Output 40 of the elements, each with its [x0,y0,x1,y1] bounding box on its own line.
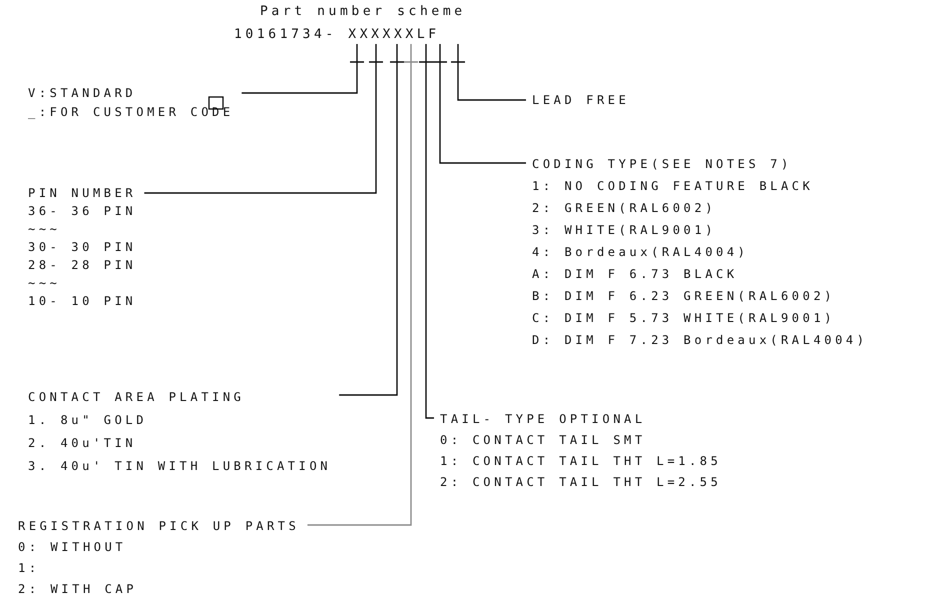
option-text: 1: [18,560,41,577]
option-text: 3. 40u' TIN WITH LUBRICATION [28,458,332,475]
option-text: C: DIM F 5.73 WHITE(RAL9001) [532,310,836,327]
field-heading: CONTACT AREA PLATING [28,389,246,406]
field-heading: TAIL- TYPE OPTIONAL [440,411,647,428]
option-text: 0: CONTACT TAIL SMT [440,432,647,449]
leader-line [338,43,405,396]
option-text: 28- 28 PIN [28,257,136,274]
option-text: 1: CONTACT TAIL THT L=1.85 [440,453,722,470]
option-text: 1. 8u" GOLD [28,412,148,429]
option-text: 1: NO CODING FEATURE BLACK [532,178,814,195]
leader-line [418,43,435,419]
option-text: 2. 40u'TIN [28,435,138,452]
option-text: B: DIM F 6.23 GREEN(RAL6002) [532,288,836,305]
option-text: A: DIM F 6.73 BLACK [532,266,739,283]
leader-line [240,43,365,94]
option-text: 30- 30 PIN [28,239,136,256]
option-text: 4: Bordeaux(RAL4004) [532,244,750,261]
field-heading: REGISTRATION PICK UP PARTS [18,518,300,535]
part-number-code: 10161734- XXXXXXLF [234,26,440,44]
option-text: 10- 10 PIN [28,293,136,310]
option-text: 36- 36 PIN [28,203,136,220]
leader-line [432,43,527,164]
leader-line [306,43,419,526]
option-text: ~~~ [28,221,62,238]
option-text: 2: WITH CAP [18,581,138,598]
option-text: 2: CONTACT TAIL THT L=2.55 [440,474,722,491]
field-heading: V:STANDARD [28,85,138,102]
leader-line [450,43,527,101]
option-text: _:FOR CUSTOMER CODE [28,104,234,121]
leader-line [144,43,384,194]
option-text: 3: WHITE(RAL9001) [532,222,718,239]
field-heading: CODING TYPE(SEE NOTES 7) [532,156,793,173]
option-text: D: DIM F 7.23 Bordeaux(RAL4004) [532,332,868,349]
option-text: 2: GREEN(RAL6002) [532,200,718,217]
field-heading: PIN NUMBER [28,185,136,202]
field-heading: LEAD FREE [532,92,630,109]
diagram-title: Part number scheme [260,4,466,19]
option-text: ~~~ [28,275,62,292]
option-text: 0: WITHOUT [18,539,128,556]
